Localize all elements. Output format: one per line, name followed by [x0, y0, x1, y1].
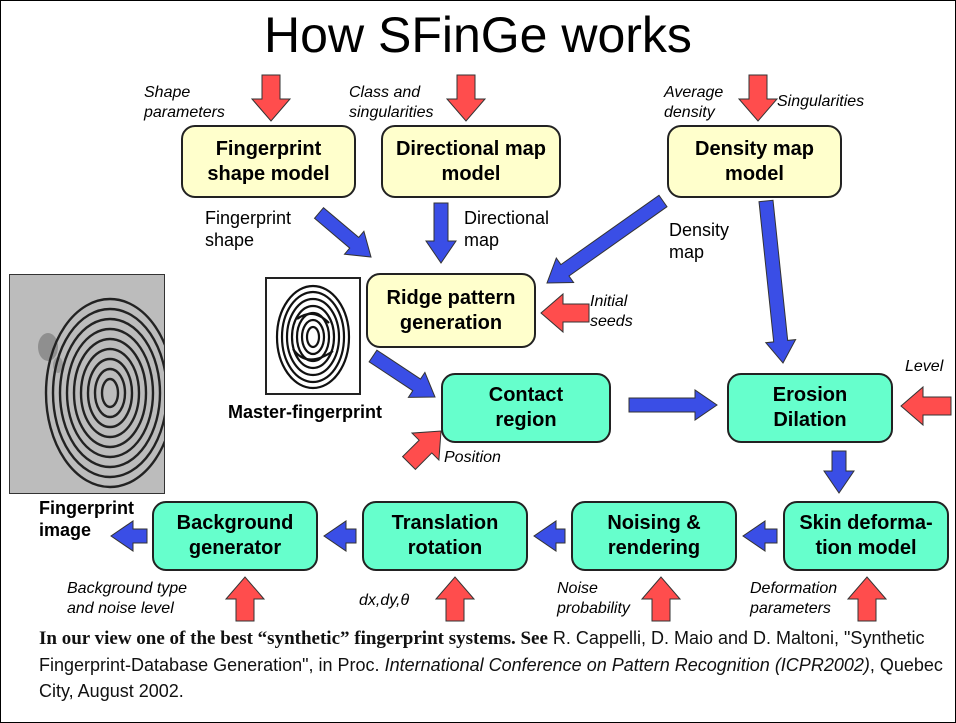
background-type-label: Background type and noise level: [67, 580, 188, 617]
initial-seeds-label: Initial seeds: [590, 293, 633, 330]
contact-to-erosion-arrow: [628, 389, 718, 421]
initial-seeds-arrow: [540, 292, 590, 334]
density-to-ridge-arrow: [546, 194, 668, 284]
dx-dy-theta-label: dx,dy,θ: [359, 592, 410, 609]
master-fingerprint-label: Master-fingerprint: [228, 402, 383, 422]
footer-authors: R. Cappelli, D. Maio and D. Maltoni, "Sy…: [39, 628, 925, 675]
master-fingerprint-image: [265, 277, 361, 395]
position-arrow: [401, 430, 442, 471]
footer-venue: International Conference on Pattern Reco…: [384, 655, 870, 675]
position-label: Position: [444, 449, 501, 466]
class-singularities-arrow: [445, 74, 487, 122]
dx-dy-theta-arrow: [434, 576, 476, 622]
fingerprint-icon: [275, 284, 351, 390]
fingerprint-output-image: [9, 274, 165, 494]
shape-parameters-arrow: [250, 74, 292, 122]
directional-to-ridge-arrow: [425, 202, 457, 264]
background-to-image-arrow: [110, 520, 148, 552]
density-map-model-box: Density map model: [667, 125, 842, 198]
background-generator-box: Background generator: [152, 501, 318, 571]
density-map-label: Density map: [669, 220, 730, 262]
density-input-arrow: [737, 74, 779, 122]
noising-to-translation-arrow: [533, 520, 566, 552]
class-singularities-label: Class and singularities: [349, 84, 434, 121]
background-type-arrow: [224, 576, 266, 622]
level-label: Level: [905, 358, 944, 375]
fingerprint-photo-icon: [10, 275, 164, 493]
fingerprint-shape-model-box: Fingerprint shape model: [181, 125, 356, 198]
footer-lead: In our view one of the best “synthetic” …: [39, 628, 548, 649]
erosion-dilation-box: Erosion Dilation: [727, 373, 893, 443]
directional-map-label: Directional map: [464, 208, 550, 250]
noising-rendering-box: Noising & rendering: [571, 501, 737, 571]
translation-to-background-arrow: [323, 520, 357, 552]
skin-to-noising-arrow: [742, 520, 778, 552]
deformation-parameters-label: Deformation parameters: [750, 580, 838, 617]
average-density-label: Average density: [664, 84, 724, 121]
shape-to-ridge-arrow: [313, 206, 372, 258]
fingerprint-image-label: Fingerprint image: [39, 498, 134, 540]
ridge-pattern-generation-box: Ridge pattern generation: [366, 273, 536, 348]
level-arrow: [900, 385, 952, 427]
directional-map-model-box: Directional map model: [381, 125, 561, 198]
erosion-to-skin-arrow: [823, 450, 855, 494]
noise-probability-label: Noise probability: [557, 580, 630, 617]
contact-region-box: Contact region: [441, 373, 611, 443]
density-to-erosion-arrow: [758, 199, 797, 364]
singularities-label: Singularities: [777, 93, 865, 110]
deformation-parameters-arrow: [846, 576, 888, 622]
footer-tail: , Quebec City, August 2002.: [39, 655, 943, 701]
noise-probability-arrow: [640, 576, 682, 622]
translation-rotation-box: Translation rotation: [362, 501, 528, 571]
slide-title: How SFinGe works: [264, 7, 692, 63]
skin-deformation-box: Skin deforma- tion model: [783, 501, 949, 571]
footer-reference: In our view one of the best “synthetic” …: [39, 625, 944, 704]
master-to-contact-arrow: [368, 349, 436, 398]
shape-parameters-label: Shape parameters: [144, 84, 225, 121]
fingerprint-shape-label: Fingerprint shape: [205, 208, 292, 250]
